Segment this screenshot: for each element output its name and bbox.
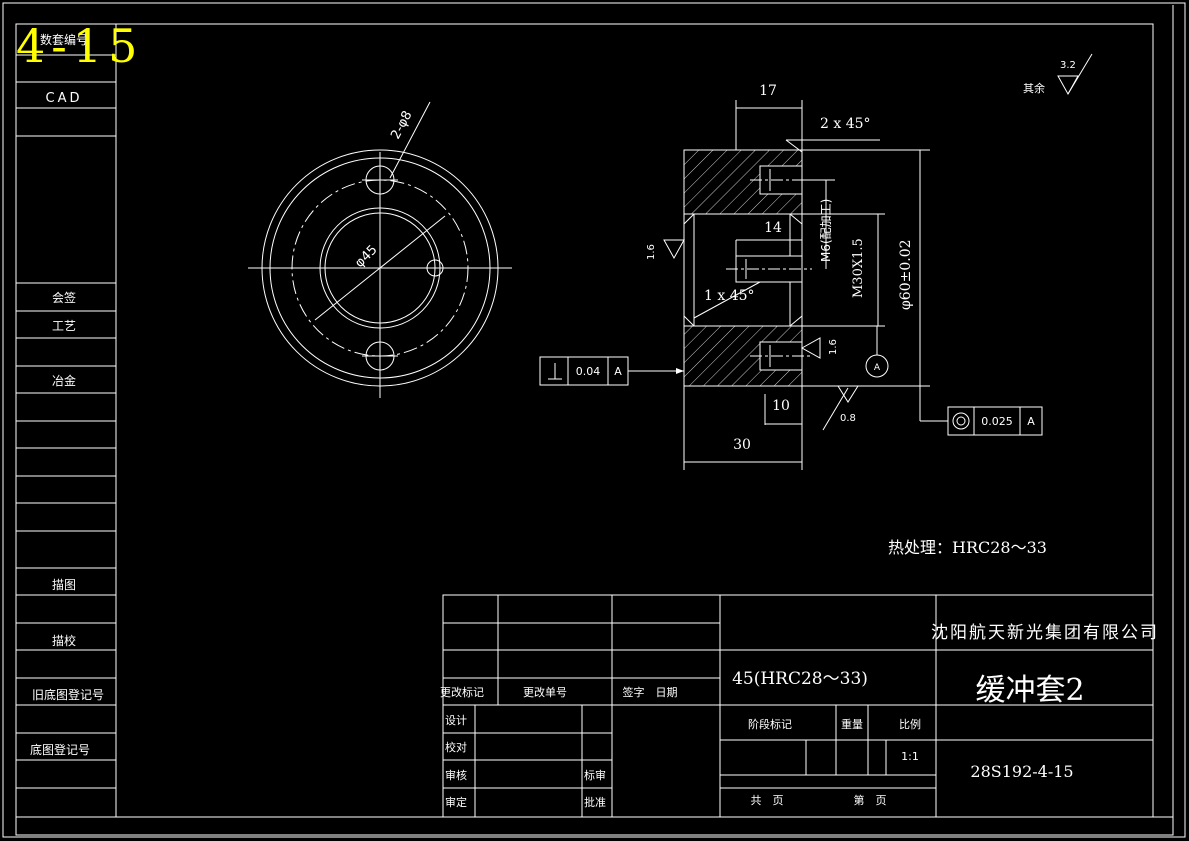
dim-30: 30 — [733, 437, 751, 453]
left-label-cad: CAD — [46, 91, 83, 106]
tb-change-doc: 更改单号 — [523, 685, 567, 699]
heat-treatment-note: 热处理：HRC28～33 — [888, 538, 1047, 557]
tb-scale-label: 比例 — [899, 717, 921, 731]
tb-sign-date: 签字 日期 — [623, 685, 678, 699]
tb-approve: 审定 — [445, 795, 467, 809]
concentricity-datum: A — [1027, 415, 1035, 428]
tb-review: 审核 — [445, 768, 467, 782]
dim-10: 10 — [772, 398, 790, 414]
tb-drawing-no: 28S192-4-15 — [970, 762, 1073, 781]
left-label-countersign: 会签 — [52, 290, 76, 305]
section-view: 17 2 x 45° 14 1 x 45° 10 30 M6(配加工) M30X… — [539, 53, 1093, 470]
left-label-process: 工艺 — [52, 319, 76, 333]
tb-part-name: 缓冲套2 — [975, 673, 1084, 708]
left-label-tracing: 描图 — [52, 578, 76, 592]
tb-design: 设计 — [445, 714, 467, 727]
perpendicularity-value: 0.04 — [576, 365, 601, 378]
tb-sheet-no: 第 页 — [854, 793, 887, 807]
roughness-0-8: 0.8 — [840, 413, 856, 424]
dim-m6: M6(配加工) — [819, 199, 833, 262]
left-label-old-base-reg: 旧底图登记号 — [32, 687, 104, 702]
tb-sheets-total: 共 页 — [751, 794, 784, 807]
left-column: 数套编号 CAD 会签 工艺 冶金 描图 描校 旧底图登记号 底图登记号 — [16, 24, 117, 817]
dim-phi60: φ60±0.02 — [898, 239, 914, 310]
tb-weight: 重量 — [841, 717, 863, 731]
bottom-strip — [15, 816, 1174, 836]
left-label-metallurgy: 冶金 — [52, 373, 76, 388]
tb-material: 45(HRC28～33) — [732, 669, 868, 689]
tb-ratify: 批准 — [584, 795, 606, 809]
tb-scale-value: 1:1 — [901, 750, 919, 763]
tb-standardize: 标审 — [584, 768, 606, 782]
perpendicularity-datum: A — [614, 365, 622, 378]
tb-check: 校对 — [445, 740, 467, 754]
dim-17: 17 — [759, 83, 777, 99]
tb-stage-mark: 阶段标记 — [748, 717, 792, 731]
roughness-1-6: 1.6 — [828, 339, 839, 355]
roughness-rest-label: 其余 — [1023, 81, 1045, 95]
overlay-number: 4-15 — [16, 19, 143, 73]
roughness-1-8: 1.6 — [646, 244, 657, 260]
left-label-set-number: 数套编号 — [40, 32, 88, 47]
dim-phi45: φ45 — [352, 242, 380, 270]
left-label-base-reg: 底图登记号 — [30, 742, 90, 757]
dim-m30: M30X1.5 — [851, 238, 866, 298]
left-label-trace-check: 描校 — [52, 633, 76, 648]
concentricity-value: 0.025 — [981, 415, 1013, 428]
dim-14: 14 — [764, 220, 782, 236]
tb-company: 沈阳航天新光集团有限公司 — [931, 623, 1159, 643]
dim-chamfer-2x45: 2 x 45° — [820, 116, 871, 132]
dim-chamfer-1x45: 1 x 45° — [704, 288, 755, 304]
datum-a-label: A — [874, 363, 881, 373]
title-block: 更改标记 更改单号 签字 日期 设计 校对 审核 审定 标审 批准 45(HRC… — [440, 594, 1159, 818]
tb-change-mark: 更改标记 — [440, 685, 484, 699]
end-view: φ45 2-φ8 — [248, 101, 512, 398]
roughness-3-2: 3.2 — [1060, 60, 1076, 71]
